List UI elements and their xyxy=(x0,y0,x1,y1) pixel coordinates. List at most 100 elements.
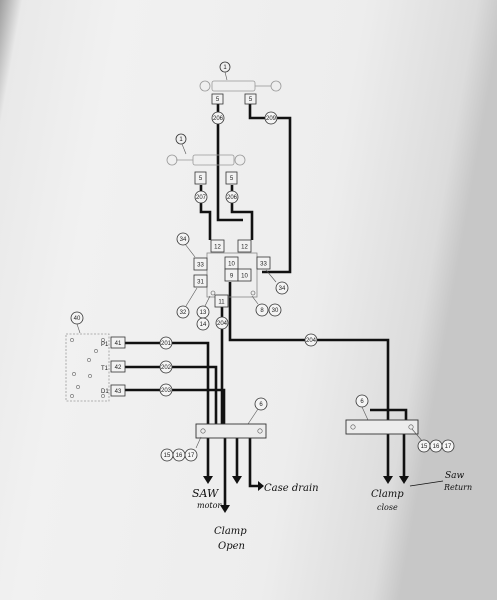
hose-tag-text: 209 xyxy=(266,116,277,122)
hose-tag-201: 201 xyxy=(159,336,173,350)
hose-tag-bubble xyxy=(159,336,173,350)
callout-bubble xyxy=(268,303,282,317)
port-31 xyxy=(193,274,208,288)
bolt xyxy=(87,358,91,362)
hose-tag-209: 209 xyxy=(264,111,278,125)
leader xyxy=(361,406,369,421)
cylinder-top-tag: 1 xyxy=(223,65,227,71)
port-label-d1: D1 xyxy=(101,389,109,395)
note-clamp-open-1: Clamp xyxy=(214,526,247,537)
hose-tag-text: 203 xyxy=(161,388,172,394)
manifold-callouts xyxy=(184,243,277,307)
note-saw-motor-1: SAW xyxy=(192,487,220,500)
arrow-clamp-close xyxy=(383,476,393,484)
callout-bubble xyxy=(184,448,198,462)
cylinder-body xyxy=(211,80,256,92)
leader xyxy=(265,269,277,283)
hose-tag-bubble xyxy=(225,190,239,204)
port-12-left xyxy=(210,239,225,253)
callout-text: 30 xyxy=(272,308,279,314)
hose-202 xyxy=(125,365,218,428)
port-33-right-label: 33 xyxy=(260,262,267,268)
hose-tag-text: 204 xyxy=(217,321,228,327)
port-9-label: 9 xyxy=(230,274,234,280)
callout-text: 17 xyxy=(188,453,195,459)
callout-13: 13 xyxy=(196,305,210,319)
panel-bolts xyxy=(70,338,105,398)
arrow-center xyxy=(232,476,242,484)
fitting-43-label: 43 xyxy=(115,389,122,395)
out-case-drain xyxy=(248,438,258,488)
mount-hole xyxy=(200,428,206,434)
port-12-left-label: 12 xyxy=(214,245,221,251)
mount-hole xyxy=(408,424,414,430)
rod-eye xyxy=(199,80,211,92)
arrow-clamp-open xyxy=(220,505,230,513)
callout-30: 30 xyxy=(268,303,282,317)
note-saw-return-2: Return xyxy=(443,483,472,492)
hose-tag-203: 203 xyxy=(159,383,173,397)
callout-text: 13 xyxy=(200,310,207,316)
fitting-42 xyxy=(110,360,126,373)
pump-panel-body xyxy=(65,333,110,402)
callout-bubble xyxy=(176,305,190,319)
hose-tag-204-horiz: 204 xyxy=(304,333,318,347)
hose-tag-bubble xyxy=(215,316,229,330)
rod-eye xyxy=(270,80,282,92)
callout-34-right: 34 xyxy=(275,281,289,295)
port-box xyxy=(225,171,238,185)
callout-bubble xyxy=(175,133,187,145)
flow-arrows xyxy=(203,476,409,513)
cylinder-mid: 1 5 5 xyxy=(166,133,246,185)
leader xyxy=(185,287,198,307)
port-box xyxy=(244,93,257,105)
cylinder-body xyxy=(192,154,235,166)
note-saw-motor-2: motor xyxy=(197,501,222,510)
port-11 xyxy=(214,294,229,308)
saw-return-pointer xyxy=(409,480,444,487)
hose-tag-bubble xyxy=(211,111,225,125)
arrow-saw-motor xyxy=(203,476,213,484)
callout-text: 8 xyxy=(260,308,264,314)
hose-tag-bubble xyxy=(194,190,208,204)
block-right-body xyxy=(345,419,419,435)
callout-34-top: 34 xyxy=(176,232,190,246)
port-label-p1: P1 xyxy=(101,342,109,348)
callout-bubble xyxy=(254,397,268,411)
callout-text: 15 xyxy=(164,453,171,459)
mount-hole xyxy=(350,424,356,430)
port-10-right xyxy=(237,268,252,282)
note-case-drain: Case drain xyxy=(264,483,319,494)
hose-209 xyxy=(248,104,292,274)
callout-text: 16 xyxy=(176,453,183,459)
port-33-left xyxy=(193,257,208,271)
leader xyxy=(76,323,81,334)
hose-tag-text: 204 xyxy=(306,338,317,344)
callout-text: 16 xyxy=(433,444,440,450)
block-left: 6 15 16 17 xyxy=(160,397,268,462)
mount-hole xyxy=(257,428,263,434)
callout-14: 14 xyxy=(196,317,210,331)
cylinder-top: 1 5 5 xyxy=(199,61,282,105)
port-box xyxy=(194,171,207,185)
port-label: 5 xyxy=(230,176,234,182)
bolt xyxy=(88,374,92,378)
leader xyxy=(251,295,259,305)
hose-tag-bubble xyxy=(159,360,173,374)
callout-bubble xyxy=(441,439,455,453)
hose-201 xyxy=(125,341,210,428)
callout-bubble xyxy=(255,303,269,317)
callout-32: 32 xyxy=(176,305,190,319)
leader xyxy=(195,436,202,449)
hose-tag-text: 206 xyxy=(213,116,224,122)
leader xyxy=(411,428,424,443)
hose-tag-text: 206 xyxy=(227,195,238,201)
rod-eye xyxy=(166,154,178,166)
port-label: 5 xyxy=(216,97,220,103)
bolt xyxy=(94,349,98,353)
port-12-right-label: 12 xyxy=(241,245,248,251)
block-right-tag: 6 xyxy=(360,399,364,405)
pump-panel: 40 P1 41 T1 42 D1 43 xyxy=(65,311,126,402)
callout-text: 34 xyxy=(180,237,187,243)
